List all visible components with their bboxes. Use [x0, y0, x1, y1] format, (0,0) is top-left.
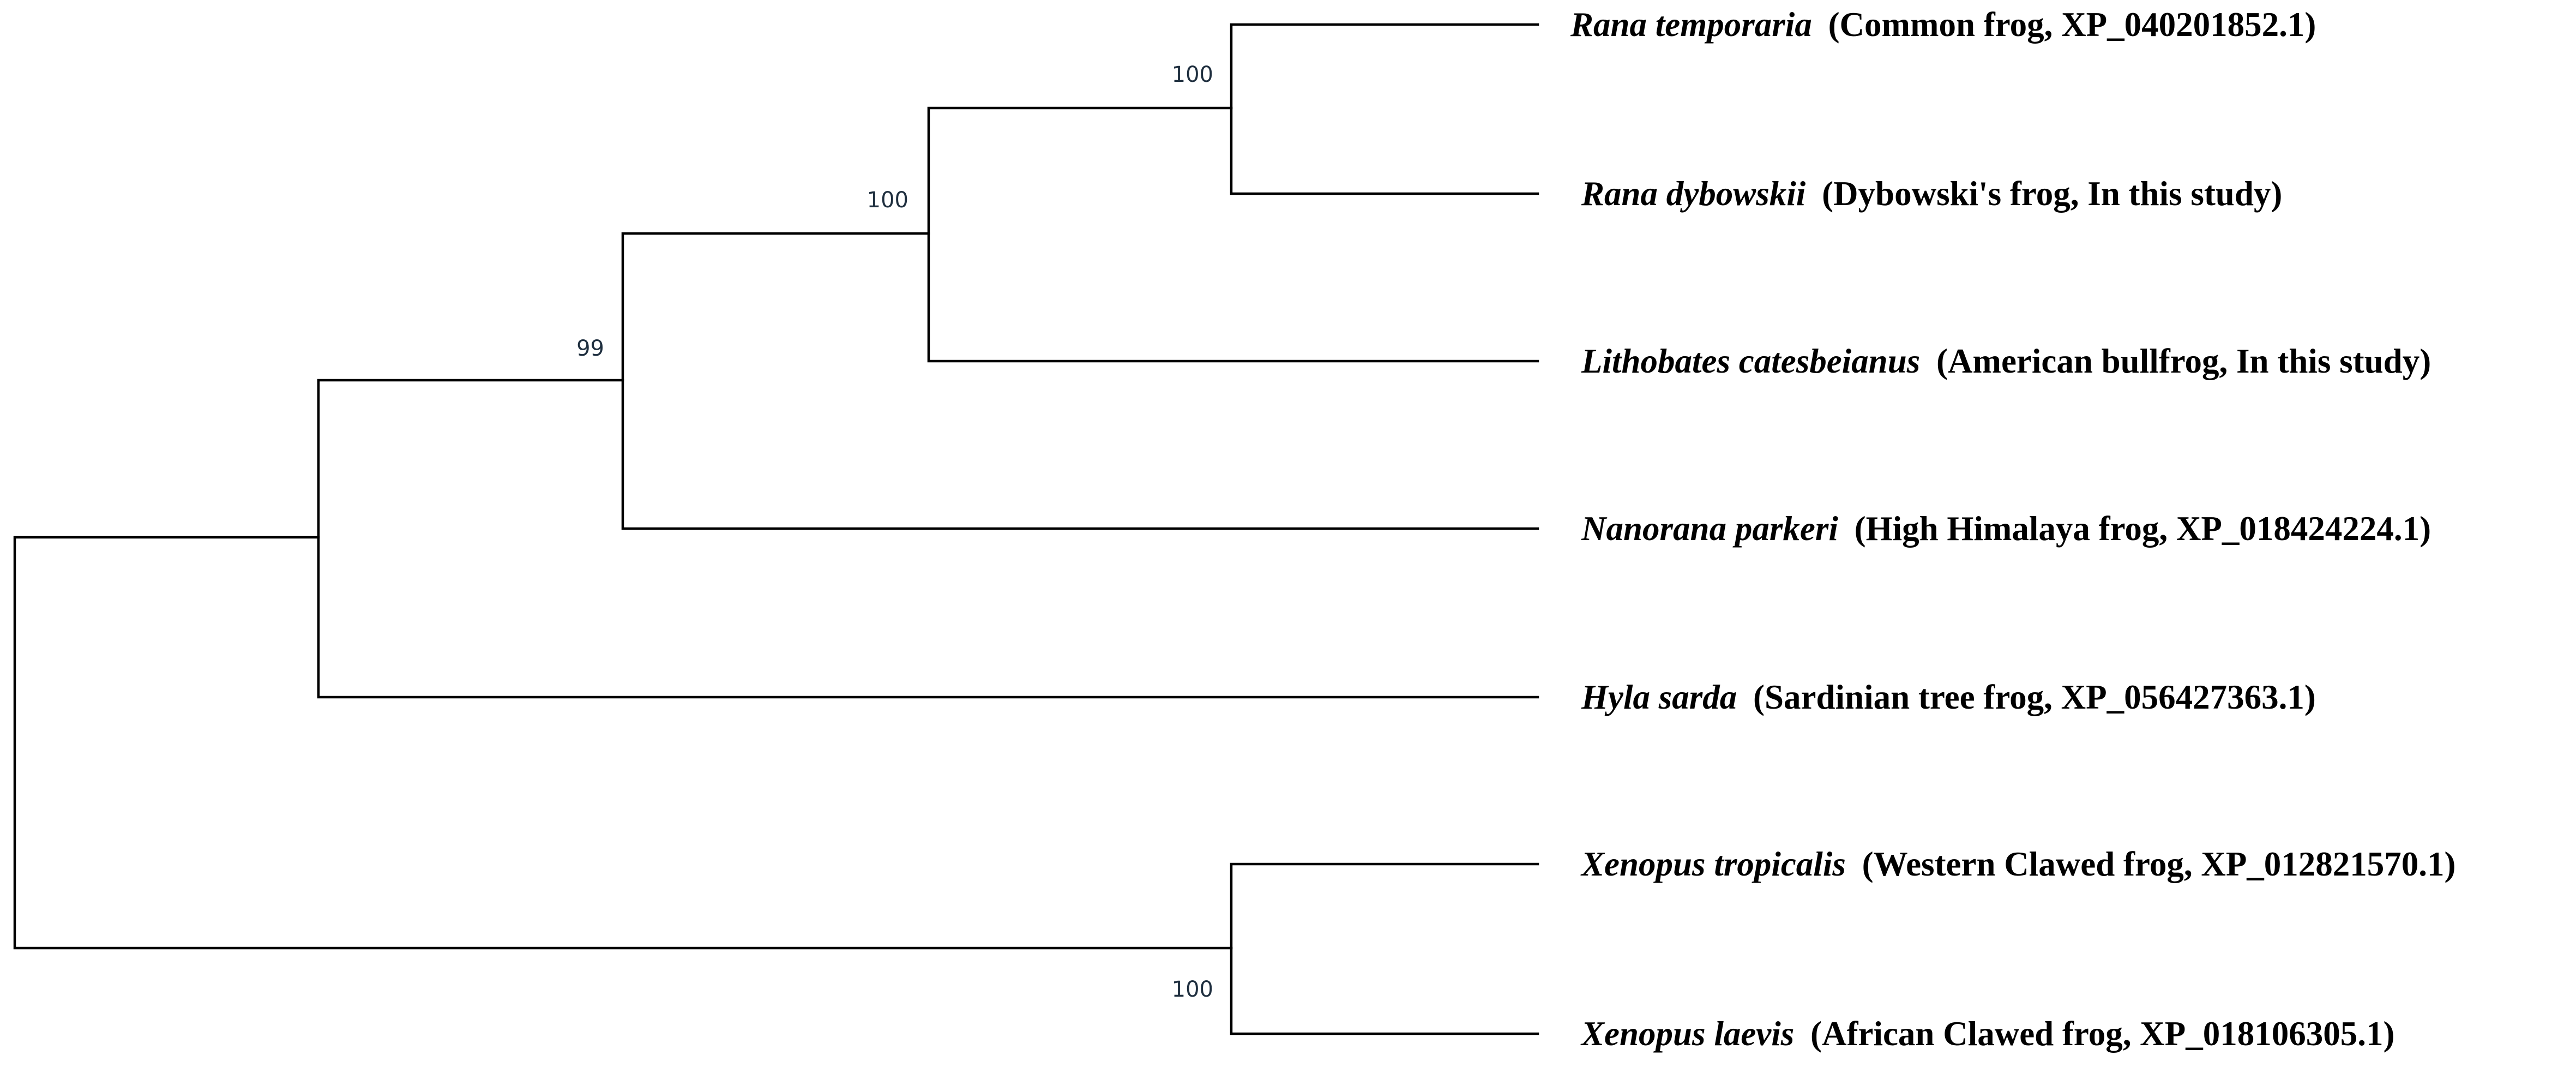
tip-label-xenopus-tropicalis: Xenopus tropicalis (Western Clawed frog,…: [1580, 845, 2456, 883]
species-name: Xenopus tropicalis: [1580, 845, 1846, 883]
support-label: 100: [1172, 977, 1213, 1002]
species-name: Nanorana parkeri: [1581, 509, 1838, 548]
branch-rana-clade: [1230, 23, 1539, 195]
species-name: Rana temporaria: [1570, 5, 1812, 44]
support-label: 99: [576, 336, 604, 361]
tip-label-rana-dybowskii: Rana dybowskii (Dybowski's frog, In this…: [1581, 175, 2282, 213]
branch-neobatrachia: [317, 379, 1539, 699]
taxon-detail: (American bullfrog, In this study): [1936, 342, 2431, 380]
taxon-detail: (Common frog, XP_040201852.1): [1828, 5, 2316, 44]
taxon-detail: (Dybowski's frog, In this study): [1822, 175, 2282, 213]
species-name: Xenopus laevis: [1580, 1015, 1794, 1053]
species-name: Hyla sarda: [1581, 678, 1737, 716]
taxon-detail: (High Himalaya frog, XP_018424224.1): [1855, 509, 2431, 548]
tip-label-lithobates-catesbeianus: Lithobates catesbeianus (American bullfr…: [1581, 342, 2431, 380]
tip-label-xenopus-laevis: Xenopus laevis (African Clawed frog, XP_…: [1580, 1015, 2394, 1053]
branch-xenopus-clade: [1230, 862, 1539, 1035]
species-name: Lithobates catesbeianus: [1581, 342, 1920, 380]
tip-label-rana-temporaria: Rana temporaria (Common frog, XP_0402018…: [1570, 5, 2316, 44]
tip-label-hyla-sarda: Hyla sarda (Sardinian tree frog, XP_0564…: [1581, 678, 2316, 716]
support-label: 100: [867, 188, 908, 213]
tip-label-nanorana-parkeri: Nanorana parkeri (High Himalaya frog, XP…: [1581, 509, 2431, 548]
support-values: 100 100 99 100: [576, 62, 1213, 1002]
branch-ranidae-core: [927, 106, 1539, 363]
tip-labels: Rana temporaria (Common frog, XP_0402018…: [1570, 5, 2456, 1053]
taxon-detail: (Western Clawed frog, XP_012821570.1): [1862, 845, 2456, 883]
species-name: Rana dybowskii: [1581, 175, 1806, 213]
tree-branches: [13, 23, 1539, 1035]
branch-ranidae: [621, 232, 1539, 530]
branch-root: [13, 536, 1233, 950]
taxon-detail: (Sardinian tree frog, XP_056427363.1): [1753, 678, 2316, 716]
taxon-detail: (African Clawed frog, XP_018106305.1): [1810, 1015, 2394, 1053]
support-label: 100: [1172, 62, 1213, 87]
